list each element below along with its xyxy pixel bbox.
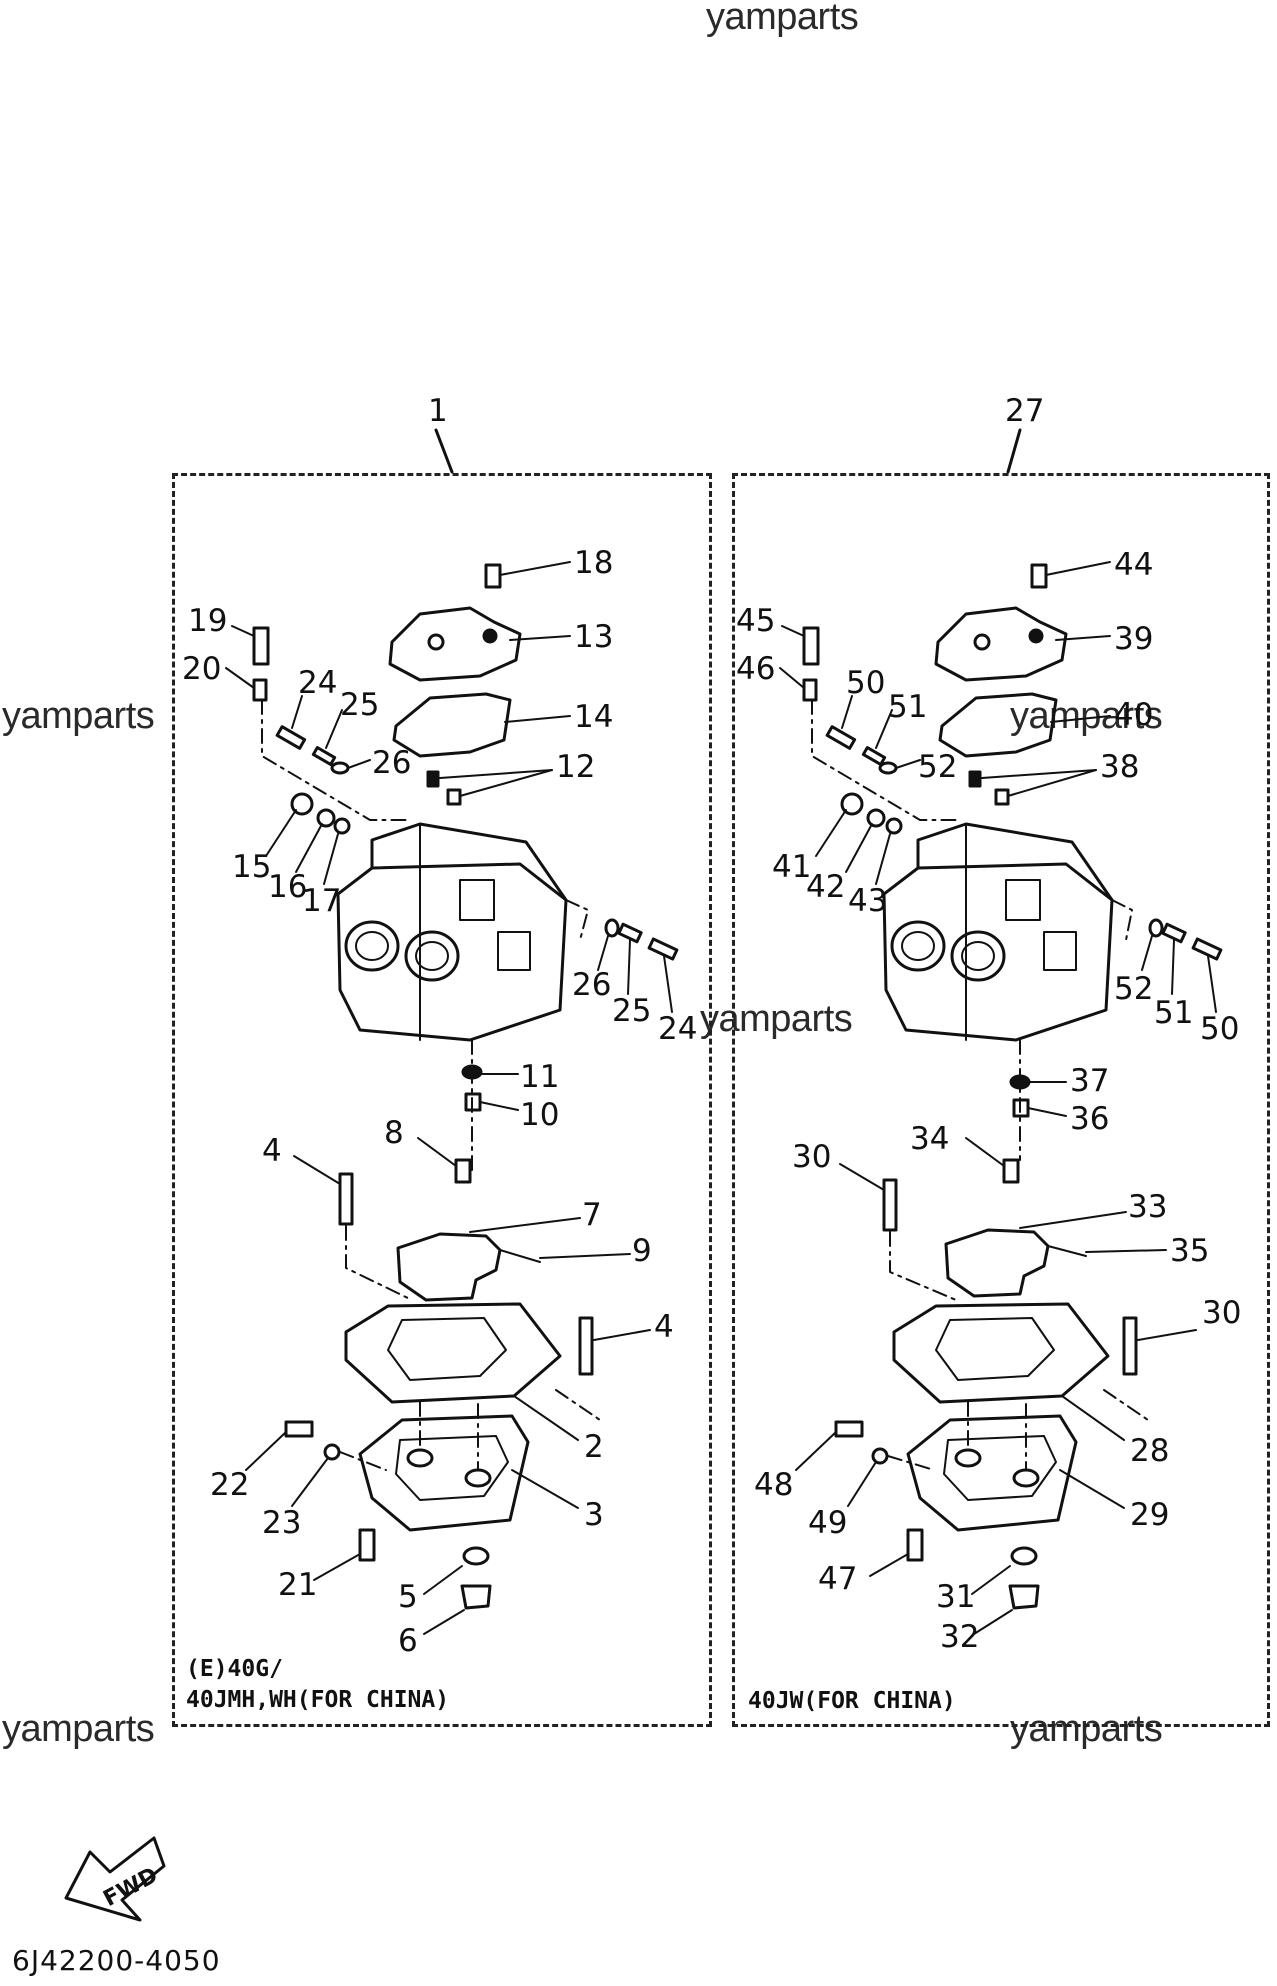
callout-left-8: 8 bbox=[384, 1115, 404, 1151]
callout-right-52a: 52 bbox=[918, 749, 958, 785]
callout-left-10: 10 bbox=[520, 1097, 560, 1133]
callout-right-49: 49 bbox=[808, 1505, 848, 1541]
callout-left-16: 16 bbox=[268, 869, 308, 905]
fwd-label: FWD bbox=[99, 1862, 163, 1913]
watermark-top: yamparts bbox=[706, 0, 859, 38]
panel-right-label-line1: 40JW(FOR CHINA) bbox=[748, 1688, 956, 1714]
callout-right-42: 42 bbox=[806, 869, 846, 905]
diagram-part-number: 6J42200-4050 bbox=[12, 1944, 221, 1977]
callout-right-51a: 51 bbox=[888, 689, 928, 725]
callout-left-22: 22 bbox=[210, 1467, 250, 1503]
panel-left-model-label: (E)40G/ 40JMH,WH(FOR CHINA) bbox=[186, 1654, 449, 1716]
callout-right-36: 36 bbox=[1070, 1101, 1110, 1137]
callout-left-23: 23 bbox=[262, 1505, 302, 1541]
callout-right-29: 29 bbox=[1130, 1497, 1170, 1533]
assembly-ref-left: 1 bbox=[428, 393, 448, 429]
panel-left-label-line2: 40JMH,WH(FOR CHINA) bbox=[186, 1687, 450, 1714]
callout-right-48: 48 bbox=[754, 1467, 794, 1503]
callout-left-25a: 25 bbox=[340, 687, 380, 723]
watermark-right-mid: yamparts bbox=[1010, 695, 1163, 737]
panel-right-frame bbox=[732, 473, 1270, 1727]
callout-left-3: 3 bbox=[584, 1497, 604, 1533]
callout-right-31: 31 bbox=[936, 1579, 976, 1615]
watermark-center: yamparts bbox=[700, 998, 853, 1040]
callout-right-52b: 52 bbox=[1114, 971, 1154, 1007]
callout-right-41: 41 bbox=[772, 849, 812, 885]
callout-right-40: 40 bbox=[1114, 697, 1154, 733]
callout-left-18: 18 bbox=[574, 545, 614, 581]
callout-right-44: 44 bbox=[1114, 547, 1154, 583]
panel-left-label-line1: (E)40G/ bbox=[186, 1656, 283, 1682]
watermark-left-bottom: yamparts bbox=[2, 1708, 155, 1750]
left-components bbox=[225, 561, 679, 1635]
assembly-ref-right: 27 bbox=[1005, 393, 1045, 429]
callout-right-35: 35 bbox=[1170, 1233, 1210, 1269]
callout-left-9: 9 bbox=[632, 1233, 652, 1269]
callout-left-15: 15 bbox=[232, 849, 272, 885]
callout-left-6: 6 bbox=[398, 1623, 418, 1659]
callout-right-46: 46 bbox=[736, 651, 776, 687]
callout-left-11: 11 bbox=[520, 1059, 560, 1095]
callout-right-45: 45 bbox=[736, 603, 776, 639]
callout-left-20: 20 bbox=[182, 651, 222, 687]
callout-right-51b: 51 bbox=[1154, 995, 1194, 1031]
callout-left-25b: 25 bbox=[612, 993, 652, 1029]
callout-left-26b: 26 bbox=[572, 967, 612, 1003]
panel-left-frame bbox=[172, 473, 712, 1727]
callout-left-14: 14 bbox=[574, 699, 614, 735]
callout-left-4b: 4 bbox=[654, 1309, 674, 1345]
callout-left-26a: 26 bbox=[372, 745, 412, 781]
callout-left-13: 13 bbox=[574, 619, 614, 655]
callout-right-38: 38 bbox=[1100, 749, 1140, 785]
callout-right-30a: 30 bbox=[792, 1139, 832, 1175]
callout-right-50b: 50 bbox=[1200, 1011, 1240, 1047]
callout-right-28: 28 bbox=[1130, 1433, 1170, 1469]
right-components bbox=[779, 561, 1223, 1635]
callout-right-43: 43 bbox=[848, 883, 888, 919]
panel-right-model-label: 40JW(FOR CHINA) bbox=[748, 1686, 956, 1717]
callout-right-33: 33 bbox=[1128, 1189, 1168, 1225]
callout-left-4a: 4 bbox=[262, 1133, 282, 1169]
callout-right-34: 34 bbox=[910, 1121, 950, 1157]
callout-left-24b: 24 bbox=[658, 1011, 698, 1047]
callout-left-24a: 24 bbox=[298, 665, 338, 701]
callout-left-12: 12 bbox=[556, 749, 596, 785]
watermark-right-bottom: yamparts bbox=[1010, 1708, 1163, 1750]
callout-right-37: 37 bbox=[1070, 1063, 1110, 1099]
callout-left-2: 2 bbox=[584, 1429, 604, 1465]
callout-right-30b: 30 bbox=[1202, 1295, 1242, 1331]
callout-left-17: 17 bbox=[302, 883, 342, 919]
callout-left-5: 5 bbox=[398, 1579, 418, 1615]
callout-right-50a: 50 bbox=[846, 665, 886, 701]
fwd-arrow: FWD bbox=[62, 1835, 182, 1945]
callout-left-21: 21 bbox=[278, 1567, 318, 1603]
callout-right-47: 47 bbox=[818, 1561, 858, 1597]
callout-left-7: 7 bbox=[582, 1197, 602, 1233]
callout-left-19: 19 bbox=[188, 603, 228, 639]
callout-right-32: 32 bbox=[940, 1619, 980, 1655]
fwd-arrow-shape bbox=[64, 1836, 166, 1922]
callout-right-39: 39 bbox=[1114, 621, 1154, 657]
watermark-left-mid: yamparts bbox=[2, 695, 155, 737]
